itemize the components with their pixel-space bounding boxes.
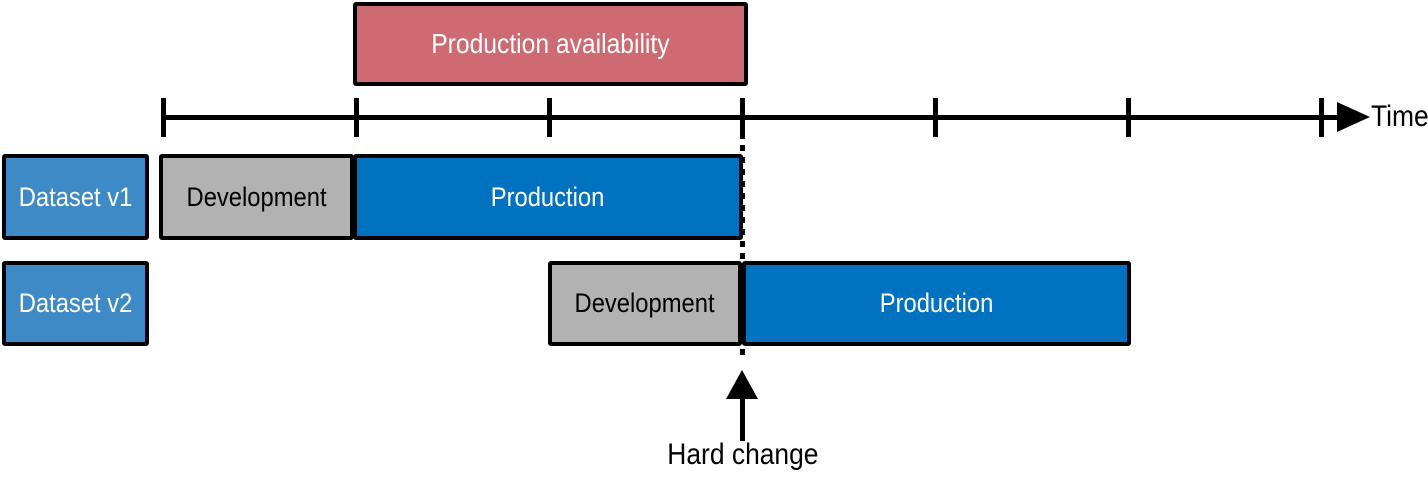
time-arrowhead-icon bbox=[1337, 102, 1370, 132]
hard-change-up-arrowhead-icon bbox=[726, 370, 758, 399]
dataset-v1-development-bar: Development bbox=[159, 154, 354, 240]
axis-tick bbox=[1126, 98, 1131, 137]
time-axis-line bbox=[161, 115, 1339, 120]
hard-change-label: Hard change bbox=[666, 438, 819, 471]
dataset-v1-production-label: Production bbox=[491, 181, 605, 212]
dataset-v2-label-box: Dataset v2 bbox=[2, 261, 149, 346]
axis-tick bbox=[933, 98, 938, 137]
dataset-v2-development-label: Development bbox=[574, 288, 716, 318]
dataset-v1-label: Dataset v1 bbox=[18, 181, 133, 212]
dataset-v2-production-bar: Production bbox=[742, 261, 1131, 346]
production-availability-box: Production availability bbox=[353, 2, 748, 86]
dataset-v1-development-label: Development bbox=[186, 181, 327, 212]
axis-tick bbox=[161, 98, 166, 137]
axis-tick bbox=[547, 98, 552, 137]
axis-tick bbox=[1319, 98, 1324, 137]
dataset-v2-production-label: Production bbox=[879, 288, 994, 318]
axis-tick bbox=[354, 98, 359, 137]
dataset-v2-development-bar: Development bbox=[548, 261, 742, 346]
production-availability-label: Production availability bbox=[431, 28, 670, 59]
hard-change-arrow-stem bbox=[740, 396, 745, 441]
dataset-v1-production-bar: Production bbox=[353, 154, 743, 240]
axis-tick bbox=[740, 98, 745, 137]
dataset-v1-label-box: Dataset v1 bbox=[2, 154, 149, 240]
dataset-v2-label: Dataset v2 bbox=[18, 288, 133, 318]
time-axis-label: Time bbox=[1371, 100, 1428, 133]
hard-change-dotted-line-icon bbox=[740, 121, 745, 361]
